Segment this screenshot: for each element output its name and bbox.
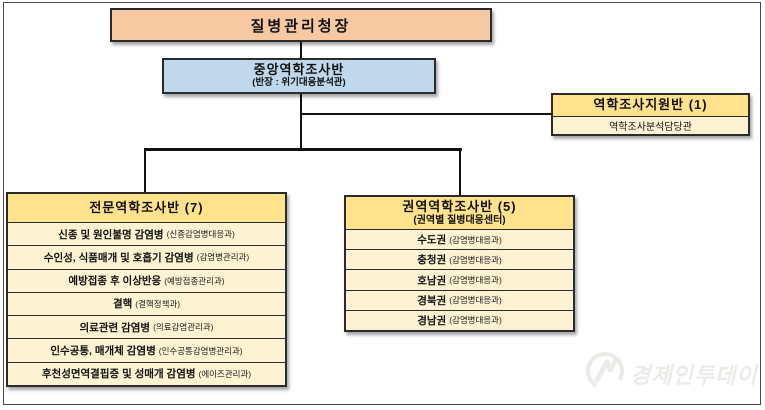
- watermark: 경제인투데이: [584, 350, 757, 397]
- regional-row: 경북권 (감염병대응과): [346, 289, 573, 310]
- specialized-row-label: 수인성, 식품매개 및 호흡기 감염병: [43, 251, 194, 264]
- specialized-row-dept: (신종감염병대응과): [166, 229, 235, 240]
- specialized-row-dept: (인수공통감염병관리과): [158, 345, 243, 356]
- regional-row: 경남권 (감염병대응과): [346, 309, 573, 331]
- panel-specialized-header: 전문역학조사반 (7): [8, 194, 285, 222]
- regional-row: 충청권 (감염병대응과): [346, 249, 573, 270]
- regional-row-label: 충청권: [417, 254, 447, 267]
- support-member-label: 역학조사분석담당관: [609, 122, 692, 133]
- panel-specialized-team: 전문역학조사반 (7) 신종 및 원인불명 감염병 (신종감염병대응과) 수인성…: [6, 192, 287, 387]
- specialized-row-label: 결핵: [112, 298, 133, 311]
- panel-regional-subtitle: (권역별 질병대응센터): [413, 214, 506, 226]
- outer-border: [3, 2, 761, 405]
- connector-to-regional: [459, 148, 461, 195]
- specialized-row: 수인성, 식품매개 및 호흡기 감염병 (감염병관리과): [8, 245, 285, 269]
- connector-central-down: [300, 94, 302, 149]
- specialized-row: 인수공통, 매개체 감염병 (인수공통감염병관리과): [8, 338, 285, 362]
- watermark-text: 경제인투데이: [630, 362, 758, 388]
- regional-row-dept: (감염병대응과): [449, 275, 502, 285]
- specialized-row-dept: (의료감염관리과): [153, 322, 214, 333]
- connector-split-horizontal: [144, 148, 462, 151]
- node-kdca-commissioner: 질병관리청장: [110, 8, 492, 42]
- specialized-row-label: 의료관련 감염병: [79, 321, 151, 334]
- regional-row-dept: (감염병대응과): [449, 295, 502, 306]
- regional-row-label: 경북권: [417, 294, 447, 307]
- specialized-row-dept: (감염병관리과): [196, 252, 250, 263]
- panel-support-title: 역학조사지원반 (1): [593, 97, 708, 113]
- specialized-row: 후천성면역결핍증 및 성매개 감염병 (에이즈관리과): [8, 361, 285, 385]
- specialized-row-label: 인수공통, 매개체 감염병: [50, 345, 156, 358]
- specialized-row-label: 신종 및 원인불명 감염병: [58, 228, 164, 241]
- support-member-row: 역학조사분석담당관: [553, 116, 748, 134]
- panel-specialized-title: 전문역학조사반 (7): [89, 199, 204, 215]
- regional-row-label: 경남권: [417, 314, 447, 327]
- watermark-arrow-logo-icon: [584, 350, 626, 397]
- specialized-row-dept: (예방접종관리과): [164, 275, 225, 286]
- regional-row-label: 수도권: [417, 234, 447, 247]
- connector-root-to-central: [300, 42, 302, 58]
- connector-to-support: [301, 113, 551, 115]
- specialized-row: 의료관련 감염병 (의료감염관리과): [8, 315, 285, 339]
- regional-row-dept: (감염병대응과): [449, 254, 502, 265]
- panel-support-header: 역학조사지원반 (1): [553, 95, 748, 116]
- regional-row: 수도권 (감염병대응과): [346, 229, 573, 250]
- specialized-row: 결핵 (결핵정책과): [8, 291, 285, 316]
- regional-row: 호남권 (감염병대응과): [346, 269, 573, 290]
- regional-row-dept: (감염병대응과): [449, 315, 502, 326]
- node-kdca-commissioner-label: 질병관리청장: [250, 17, 352, 35]
- specialized-row-dept: (에이즈관리과): [198, 368, 252, 379]
- specialized-row: 예방접종 후 이상반응 (예방접종관리과): [8, 268, 285, 292]
- specialized-row: 신종 및 원인불명 감염병 (신종감염병대응과): [8, 222, 285, 246]
- panel-regional-team: 권역역학조사반 (5) (권역별 질병대응센터) 수도권 (감염병대응과) 충청…: [344, 195, 575, 332]
- regional-row-dept: (감염병대응과): [449, 234, 502, 245]
- panel-regional-title: 권역역학조사반 (5): [402, 198, 517, 214]
- node-central-epi-team: 중앙역학조사반 (반장 : 위기대응분석관): [162, 58, 436, 94]
- node-central-epi-team-label: 중앙역학조사반: [253, 62, 345, 78]
- specialized-row-label: 후천성면역결핍증 및 성매개 감염병: [41, 368, 196, 381]
- regional-row-label: 호남권: [417, 274, 447, 287]
- connector-to-specialized: [144, 148, 146, 192]
- panel-support-team: 역학조사지원반 (1) 역학조사분석담당관: [551, 93, 750, 136]
- panel-regional-header: 권역역학조사반 (5) (권역별 질병대응센터): [346, 197, 573, 229]
- specialized-row-label: 예방접종 후 이상반응: [68, 275, 162, 288]
- node-central-epi-team-subtitle: (반장 : 위기대응분석관): [252, 77, 346, 88]
- specialized-row-dept: (결핵정책과): [135, 298, 181, 309]
